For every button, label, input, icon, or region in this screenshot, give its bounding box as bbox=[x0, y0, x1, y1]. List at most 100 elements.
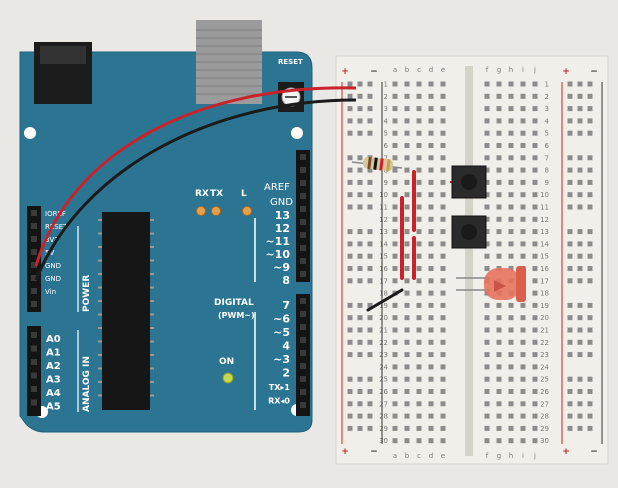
analog-pin-label: A2 bbox=[46, 361, 61, 372]
row-number-right: 21 bbox=[540, 327, 549, 335]
analog-label: ANALOG IN bbox=[82, 356, 92, 412]
row-number-right: 20 bbox=[540, 314, 549, 322]
row-number-left: 20 bbox=[379, 314, 388, 322]
row-number-left: 4 bbox=[384, 117, 389, 125]
power-pin-label: 3V3 bbox=[45, 236, 59, 244]
reset-label: RESET bbox=[278, 58, 303, 66]
digital-label: DIGITAL bbox=[214, 298, 254, 308]
column-label-bottom: a bbox=[393, 452, 397, 460]
row-number-left: 29 bbox=[379, 425, 388, 433]
row-number-left: 19 bbox=[379, 302, 388, 310]
digital-pin-label: ~6 bbox=[273, 313, 290, 326]
board-outline bbox=[19, 51, 313, 433]
row-number-right: 16 bbox=[540, 265, 549, 273]
red-led bbox=[456, 266, 526, 302]
row-number-left: 14 bbox=[379, 240, 388, 248]
power-pin-label: Vin bbox=[45, 288, 56, 296]
center-channel bbox=[465, 66, 473, 456]
row-number-left: 25 bbox=[379, 376, 388, 384]
row-number-left: 23 bbox=[379, 351, 388, 359]
analog-pin-label: A1 bbox=[46, 348, 61, 359]
row-number-right: 10 bbox=[540, 191, 549, 199]
header-hole bbox=[31, 210, 37, 216]
header-hole bbox=[300, 376, 306, 382]
header-hole bbox=[300, 324, 306, 330]
header-hole bbox=[31, 332, 37, 338]
mounting-hole bbox=[24, 127, 36, 139]
analog-pin-label: A5 bbox=[46, 402, 61, 413]
analog-pin-label: A4 bbox=[46, 388, 61, 399]
column-label-bottom: h bbox=[509, 452, 513, 460]
row-number-right: 3 bbox=[545, 105, 549, 113]
digital-header-top bbox=[296, 150, 310, 282]
column-label-top: i bbox=[522, 66, 524, 74]
led-tx bbox=[211, 206, 221, 216]
digital-pin-label: ~3 bbox=[273, 353, 290, 366]
mounting-hole bbox=[291, 127, 303, 139]
row-number-right: 29 bbox=[540, 425, 549, 433]
row-number-left: 16 bbox=[379, 265, 388, 273]
row-number-right: 24 bbox=[540, 363, 549, 371]
column-label-bottom: b bbox=[405, 452, 410, 460]
push-button-2 bbox=[451, 215, 487, 249]
rail-sign: − bbox=[590, 67, 598, 77]
row-number-right: 23 bbox=[540, 351, 549, 359]
row-number-left: 13 bbox=[379, 228, 388, 236]
row-number-left: 30 bbox=[379, 437, 388, 445]
digital-pin-label: 7 bbox=[282, 299, 290, 312]
power-header bbox=[27, 206, 41, 312]
row-number-right: 14 bbox=[540, 240, 549, 248]
column-label-bottom: f bbox=[486, 452, 489, 460]
row-number-right: 9 bbox=[545, 179, 549, 187]
analog-header bbox=[27, 326, 41, 416]
row-number-right: 15 bbox=[540, 253, 549, 261]
row-number-left: 22 bbox=[379, 339, 388, 347]
push-button-1 bbox=[451, 165, 487, 199]
header-hole bbox=[300, 363, 306, 369]
row-number-left: 12 bbox=[379, 216, 388, 224]
row-number-right: 30 bbox=[540, 437, 549, 445]
row-number-left: 3 bbox=[384, 105, 388, 113]
column-label-bottom: e bbox=[441, 452, 445, 460]
row-number-left: 28 bbox=[379, 413, 388, 421]
led-l bbox=[242, 206, 252, 216]
resistor bbox=[351, 156, 403, 172]
header-hole bbox=[300, 389, 306, 395]
row-number-left: 24 bbox=[379, 363, 388, 371]
header-hole bbox=[300, 232, 306, 238]
aref-label: AREF bbox=[264, 182, 290, 193]
row-number-left: 9 bbox=[384, 179, 388, 187]
column-label-top: f bbox=[486, 66, 489, 74]
column-label-bottom: j bbox=[533, 452, 536, 460]
digital-pin-label: ~11 bbox=[265, 235, 290, 248]
digital-pin-label: 2 bbox=[282, 367, 290, 380]
rail-sign: + bbox=[562, 447, 570, 457]
header-hole bbox=[300, 154, 306, 160]
row-number-right: 11 bbox=[540, 204, 549, 212]
header-hole bbox=[300, 402, 306, 408]
digital-pin-label: 8 bbox=[282, 274, 290, 287]
column-label-top: g bbox=[497, 66, 501, 74]
rail-sign: + bbox=[341, 67, 349, 77]
header-hole bbox=[31, 288, 37, 294]
row-number-right: 28 bbox=[540, 413, 549, 421]
black-wire-gnd bbox=[34, 98, 357, 281]
column-label-bottom: i bbox=[522, 452, 524, 460]
led-rx bbox=[196, 206, 206, 216]
power-pin-label: GND bbox=[45, 262, 61, 270]
digital-pin-label: ~10 bbox=[265, 248, 290, 261]
led-label-l: L bbox=[241, 189, 247, 199]
row-number-left: 6 bbox=[384, 142, 389, 150]
rail-sign: + bbox=[341, 447, 349, 457]
header-hole bbox=[300, 271, 306, 277]
header-hole bbox=[31, 399, 37, 406]
row-number-left: 5 bbox=[384, 130, 388, 138]
power-pin-label: GND bbox=[45, 275, 61, 283]
led-label-rx: RX bbox=[195, 189, 209, 199]
rail-sign: − bbox=[370, 67, 378, 77]
row-number-right: 4 bbox=[545, 117, 550, 125]
row-number-left: 21 bbox=[379, 327, 388, 335]
rail-sign: − bbox=[370, 447, 378, 457]
column-label-top: a bbox=[393, 66, 397, 74]
